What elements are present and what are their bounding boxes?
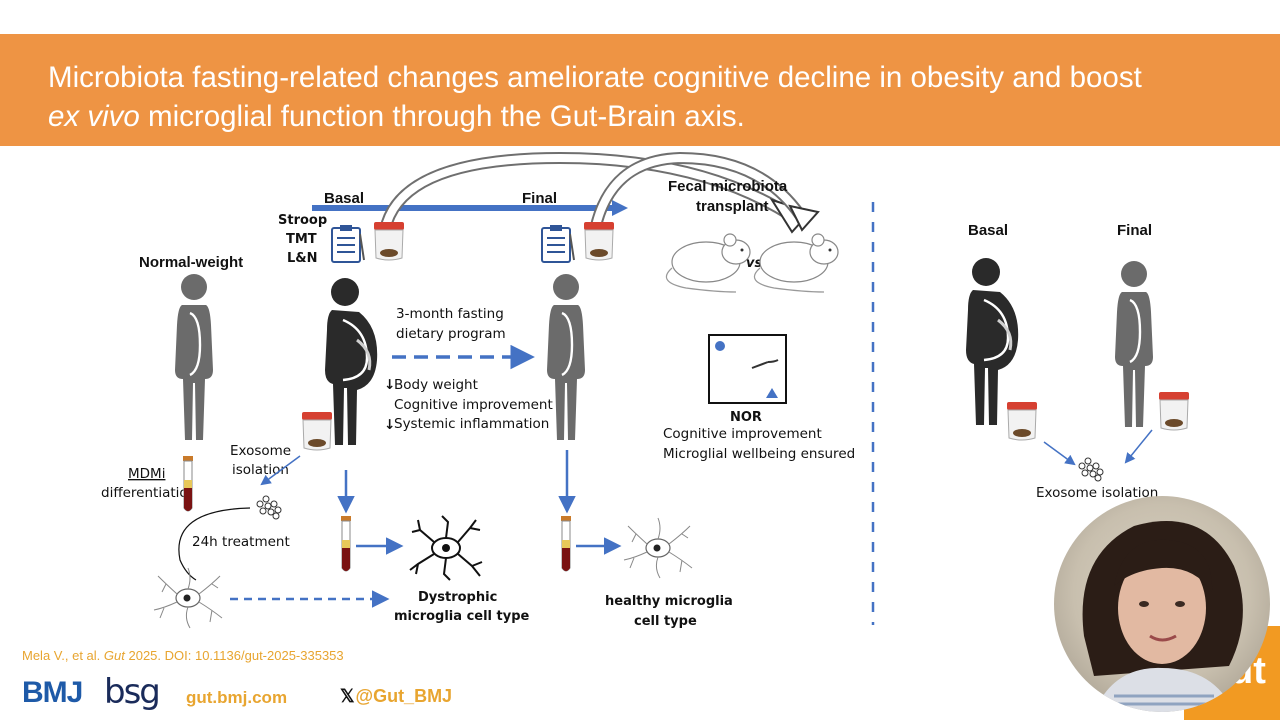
dystrophic-microglia-icon bbox=[409, 515, 483, 581]
bmj-logo: BMJ bbox=[22, 676, 83, 709]
outcome-body-weight: Body weight bbox=[394, 377, 478, 393]
title-line1: Microbiota fasting-related changes ameli… bbox=[48, 61, 1142, 94]
fmt-label-line1: Fecal microbiota bbox=[668, 178, 788, 195]
normal-weight-person-icon bbox=[173, 272, 215, 442]
right-obese-person-icon bbox=[964, 256, 1020, 427]
title-banner bbox=[0, 34, 1280, 146]
test-tmt: TMT bbox=[286, 232, 317, 247]
timeline-basal-label: Basal bbox=[324, 190, 364, 207]
nor-circle-object bbox=[715, 341, 725, 351]
blood-tube-icon bbox=[340, 515, 352, 572]
dystrophic-line1: Dystrophic bbox=[418, 590, 497, 605]
final-person-icon bbox=[545, 272, 587, 442]
clipboard-icon bbox=[331, 224, 365, 263]
timeline-final-label: Final bbox=[522, 190, 557, 207]
outcome-cognitive: Cognitive improvement bbox=[394, 397, 553, 413]
nor-triangle-object bbox=[766, 388, 778, 398]
vs-label: vs bbox=[746, 256, 762, 271]
mouse-icon bbox=[753, 233, 839, 293]
healthy-microglia-icon bbox=[623, 517, 693, 579]
twitter-handle-text: @Gut_BMJ bbox=[355, 686, 453, 706]
outcome-inflammation: Systemic inflammation bbox=[394, 416, 549, 432]
test-stroop: Stroop bbox=[278, 213, 327, 228]
program-line1: 3-month fasting bbox=[396, 306, 504, 322]
clipboard-icon bbox=[541, 224, 575, 263]
nor-title: NOR bbox=[730, 410, 762, 425]
presenter-avatar-icon bbox=[1082, 521, 1243, 712]
microglia-icon bbox=[153, 567, 223, 629]
right-basal-label: Basal bbox=[968, 222, 1008, 239]
down-arrow-icon: ↓ bbox=[384, 417, 395, 433]
blood-tube-icon bbox=[560, 515, 572, 572]
stool-jar-icon bbox=[301, 411, 333, 451]
healthy-line1: healthy microglia bbox=[605, 594, 733, 609]
program-line2: dietary program bbox=[396, 326, 506, 342]
right-basal-arrow bbox=[1043, 441, 1076, 466]
obese-person-icon bbox=[323, 276, 379, 447]
right-final-arrow bbox=[1124, 429, 1153, 464]
normal-weight-label: Normal-weight bbox=[139, 254, 243, 271]
bsg-logo: bsg bbox=[104, 672, 161, 712]
nor-line2: Microglial wellbeing ensured bbox=[663, 446, 855, 462]
presenter-webcam bbox=[1054, 496, 1270, 712]
right-final-label: Final bbox=[1117, 222, 1152, 239]
down-arrow-icon: ↓ bbox=[384, 377, 395, 393]
citation-authors: Mela V., et al. bbox=[22, 648, 104, 663]
stool-jar-icon bbox=[583, 221, 615, 261]
blood-tube-icon bbox=[182, 455, 194, 512]
citation: Mela V., et al. Gut 2025. DOI: 10.1136/g… bbox=[22, 648, 344, 663]
stool-jar-icon bbox=[373, 221, 405, 261]
mouse-icon bbox=[665, 233, 751, 293]
dystrophic-line2: microglia cell type bbox=[394, 609, 530, 624]
citation-journal: Gut bbox=[103, 648, 125, 663]
slide-title: Microbiota fasting-related changes ameli… bbox=[48, 58, 1258, 136]
right-exosome-label: Exosome isolation bbox=[1036, 485, 1158, 501]
mdmi-label-line1: MDMi bbox=[128, 466, 165, 482]
nor-mouse-icon bbox=[751, 359, 779, 369]
nor-line1: Cognitive improvement bbox=[663, 426, 822, 442]
title-italic: ex vivo bbox=[48, 100, 140, 133]
exosomes-icon bbox=[1078, 457, 1104, 482]
mdmi-label-line2: differentiatio bbox=[101, 485, 188, 501]
stool-jar-icon bbox=[1158, 391, 1190, 431]
title-line2: microglial function through the Gut-Brai… bbox=[139, 100, 745, 133]
exosomes-icon bbox=[256, 495, 282, 520]
citation-doi: 2025. DOI: 10.1136/gut-2025-335353 bbox=[124, 648, 344, 663]
fmt-label-line2: transplant bbox=[696, 198, 769, 215]
right-final-person-icon bbox=[1113, 259, 1155, 429]
twitter-handle[interactable]: 𝕏@Gut_BMJ bbox=[340, 686, 452, 707]
exosome-arrow bbox=[260, 455, 301, 486]
exosome-label-line1: Exosome bbox=[230, 443, 291, 459]
x-logo-icon: 𝕏 bbox=[340, 686, 355, 706]
stool-jar-icon bbox=[1006, 401, 1038, 441]
healthy-line2: cell type bbox=[634, 614, 697, 629]
timeline-arrowhead bbox=[612, 200, 628, 216]
test-ln: L&N bbox=[287, 251, 318, 266]
treatment-label: 24h treatment bbox=[192, 534, 290, 550]
gut-website-link[interactable]: gut.bmj.com bbox=[186, 688, 288, 707]
